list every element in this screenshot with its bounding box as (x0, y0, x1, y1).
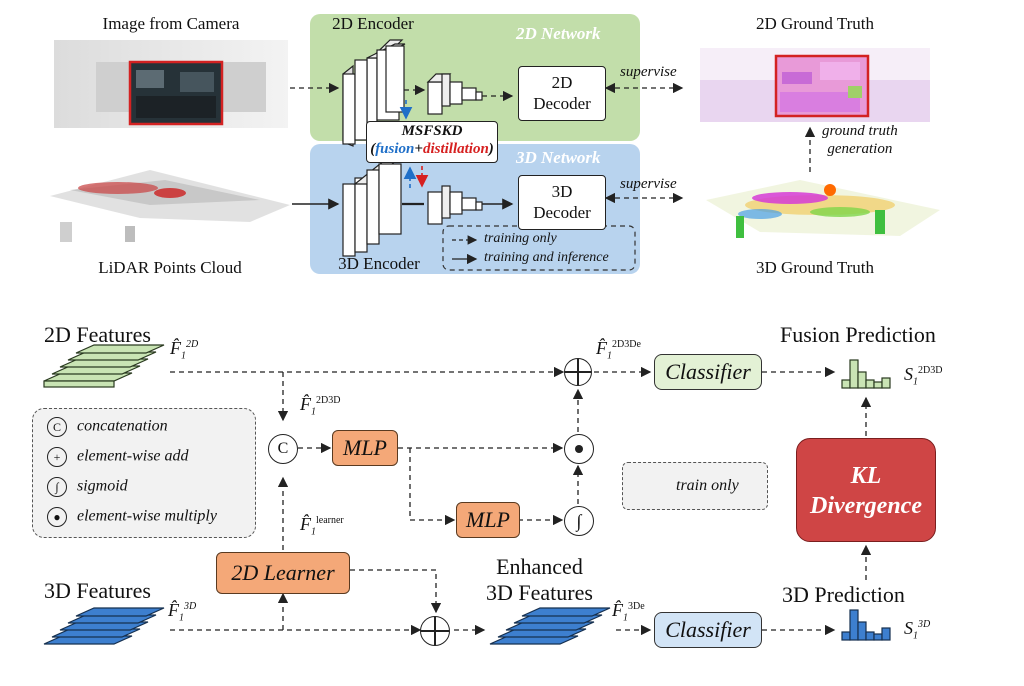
fusion-prediction-bars (841, 359, 891, 389)
f-learner-symbol: F̂1learner (300, 514, 344, 538)
train-only-label: train only (676, 477, 739, 494)
msfskd-subtitle: (fusion+distillation) (370, 141, 494, 157)
element-wise-multiply-icon (564, 434, 594, 464)
fusion-prediction-label: Fusion Prediction (780, 322, 936, 347)
enhanced-3d-features-label: Enhanced 3D Features (486, 554, 593, 605)
supervise-2d-label: supervise (620, 64, 677, 80)
msfskd-box: MSFSKD (fusion+distillation) (366, 121, 498, 163)
2d-learner-box: 2D Learner (216, 552, 350, 594)
decoder-3d-blocks (427, 185, 483, 225)
encoder-3d-slabs (342, 159, 402, 257)
train-only-legend (622, 462, 768, 510)
features-2d-stack (43, 344, 165, 388)
s-3d-symbol: S13D (904, 618, 931, 642)
camera-image-label: Image from Camera (102, 14, 240, 33)
f-3dde-symbol: F̂13De (612, 600, 645, 624)
network-2d-title: 2D Network (516, 24, 601, 43)
legend-element-wise-multiply: ●element-wise multiply (47, 507, 217, 527)
enhanced-3d-features-stack (489, 607, 611, 645)
sigmoid-icon: ∫ (564, 506, 594, 536)
legend-sigmoid: ∫sigmoid (47, 477, 128, 497)
legend-element-wise-add: +element-wise add (47, 447, 189, 467)
s-fusion-symbol: S12D3D (904, 364, 943, 388)
ground-truth-3d-cloud (706, 180, 940, 238)
features-3d-label: 3D Features (44, 578, 151, 603)
plus-word: + (414, 141, 423, 157)
prediction-3d-label: 3D Prediction (782, 582, 905, 607)
element-wise-add-top-icon (564, 358, 592, 386)
kl-divergence-box: KL Divergence (796, 438, 936, 542)
f-3d-symbol: F̂13D (168, 600, 197, 624)
decoder-2d-box: 2D Decoder (518, 66, 606, 121)
fusion-word: fusion (375, 141, 415, 157)
ground-truth-generation-label: ground truth generation (822, 123, 898, 157)
features-2d-label: 2D Features (44, 322, 151, 347)
mlp-2-box: MLP (456, 502, 520, 538)
lidar-label: LiDAR Points Cloud (98, 258, 242, 277)
decoder-2d-blocks (426, 73, 483, 115)
encoder-2d-label: 2D Encoder (332, 14, 414, 33)
f-2d3dde-symbol: F̂12D3De (596, 338, 641, 362)
encoder-3d-label: 3D Encoder (338, 254, 420, 273)
lidar-point-cloud (50, 170, 290, 242)
features-3d-stack (43, 607, 165, 645)
legend-training-inference: training and inference (484, 250, 609, 265)
ground-truth-3d-label: 3D Ground Truth (755, 258, 875, 277)
classifier-fusion-box: Classifier (654, 354, 762, 390)
prediction-3d-bars (841, 609, 891, 641)
f-2d3d-symbol: F̂12D3D (300, 394, 341, 418)
concatenation-icon: C (268, 434, 298, 464)
classifier-3d-box: Classifier (654, 612, 762, 648)
supervise-3d-label: supervise (620, 176, 677, 192)
msfskd-title: MSFSKD (401, 123, 463, 139)
network-3d-title: 3D Network (516, 148, 601, 167)
decoder-3d-box: 3D Decoder (518, 175, 606, 230)
ground-truth-2d-label: 2D Ground Truth (755, 14, 875, 33)
legend-training-only: training only (484, 231, 557, 246)
element-wise-add-bottom-icon (420, 616, 450, 646)
encoder-2d-slabs (342, 39, 406, 147)
distillation-word: distillation (422, 141, 489, 157)
f-2d-symbol: F̂12D (170, 338, 199, 362)
mlp-1-box: MLP (332, 430, 398, 466)
